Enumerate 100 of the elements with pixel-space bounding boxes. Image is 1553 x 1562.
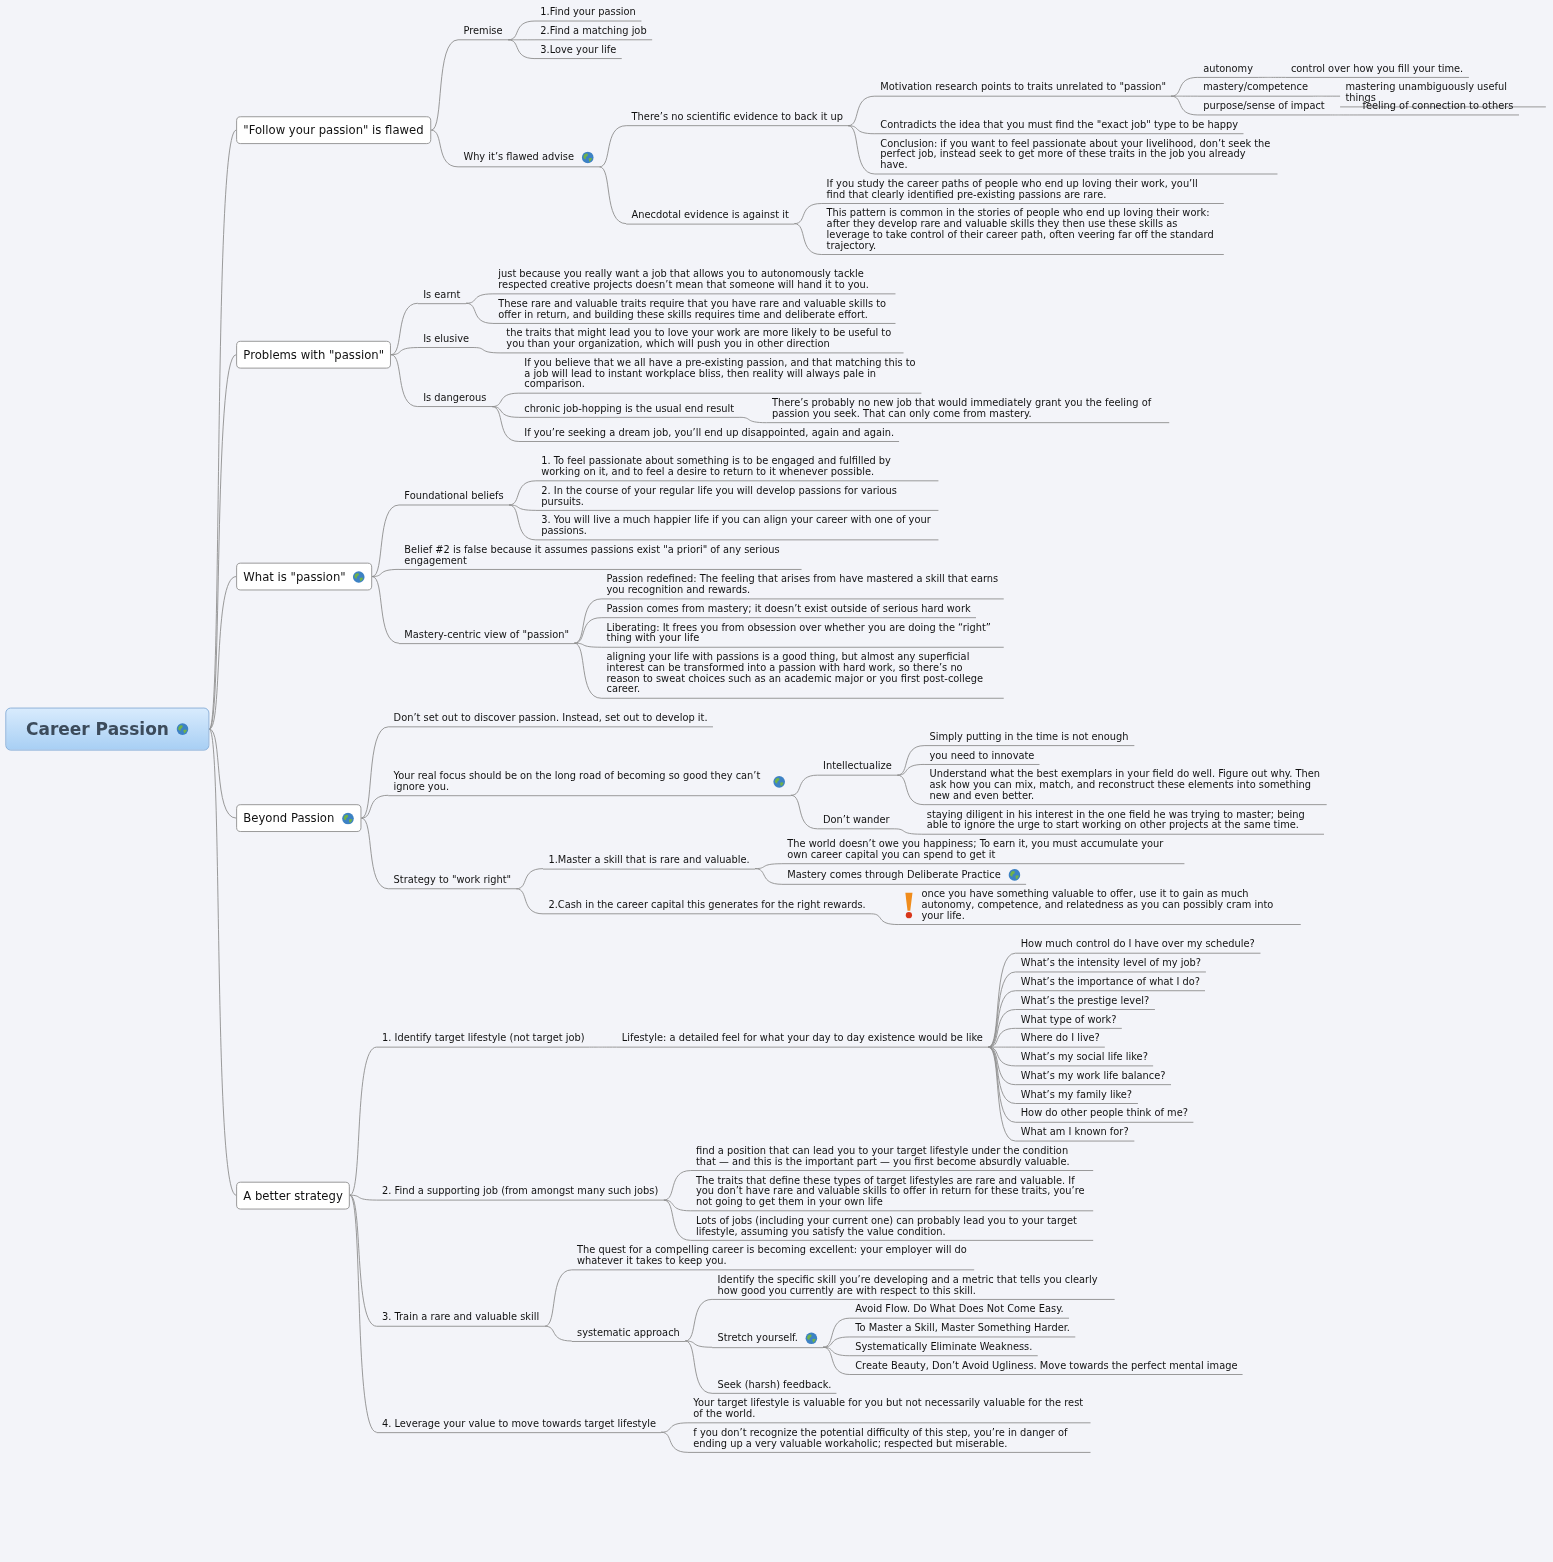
topic-text: Mastery comes through Deliberate Practice xyxy=(787,869,1001,881)
topic-text: What am I known for? xyxy=(1020,1127,1129,1138)
topic-text: Create Beauty, Don’t Avoid Ugliness. Move towards the perfect mental image xyxy=(855,1360,1238,1372)
connector-line xyxy=(465,302,494,324)
topic-text: What type of work? xyxy=(1020,1014,1117,1026)
connector-line xyxy=(371,576,400,644)
connector-line xyxy=(988,952,1016,1048)
topic-text: What’s the importance of what I do? xyxy=(1020,976,1201,988)
topic-text: Don’t set out to discover passion. Instead, set out to develop it. xyxy=(393,713,708,724)
connector-line xyxy=(598,125,627,168)
connector-line xyxy=(371,504,400,577)
connector-line xyxy=(507,39,536,41)
connector-line xyxy=(573,617,602,644)
connector-line xyxy=(349,1046,378,1196)
topic-text: Lifestyle: a detailed feel for what your day to day existence would be like xyxy=(621,1033,983,1044)
topic-text: Passion comes from mastery; it doesn’t exist outside of serious hard work xyxy=(606,603,971,615)
connector-line xyxy=(988,990,1016,1048)
topic-text: Systematically Eliminate Weakness. xyxy=(855,1341,1033,1353)
topic-text: What’s my family like? xyxy=(1020,1089,1133,1101)
connector-line xyxy=(349,1194,378,1433)
topic-text: Why it’s flawed advise xyxy=(463,152,574,163)
connector-line xyxy=(544,1269,573,1327)
connector-line xyxy=(790,794,819,830)
connector-line xyxy=(390,354,419,408)
topic-text: mastery/competence xyxy=(1203,82,1308,94)
topic-text: Conclusion: if you want to feel passionate about your livelihood, don’t seek the perfect job, instead seek to get more of these traits in the job you already have. xyxy=(880,138,1272,171)
connector-line xyxy=(349,1194,378,1201)
connector-line xyxy=(894,828,922,835)
topic-text: 1.Find your passion xyxy=(540,7,636,18)
topic-text: Career Passion xyxy=(25,719,169,739)
topic-text: A better strategy xyxy=(243,1188,343,1202)
topic-box xyxy=(236,1181,350,1210)
topic-text: Lots of jobs (including your current one) can probably lead you to your target lifestyle, assuming you satisfy the value condition. xyxy=(696,1215,1078,1238)
topic-text: Belief #2 is false because it assumes passions exist "a priori" of any serious engagement xyxy=(404,544,781,567)
connector-line xyxy=(508,504,537,511)
topic-text: What is "passion" xyxy=(243,569,346,584)
topic-text: 1. Identify target lifestyle (not target job) xyxy=(382,1033,585,1044)
connector-line xyxy=(896,774,925,806)
connector-line xyxy=(1258,76,1286,78)
topic-text: To Master a Skill, Master Something Harder. xyxy=(855,1323,1070,1334)
topic-text: 1. To feel passionate about something is to be engaged and fulfilled by working on it, and to feel a desire to return to it whenever possible. xyxy=(541,456,892,478)
connector-line xyxy=(515,868,544,890)
topic-text: aligning your life with passions is a good thing, but almost any superficial interest can be transformed into a passion with hard work, so there’s no reason to sweat choices such as an academic major or you first post-college career. xyxy=(606,652,985,696)
connector-line xyxy=(896,763,925,776)
connector-line xyxy=(515,888,544,915)
topic-box xyxy=(236,804,362,832)
connector-line xyxy=(544,1325,573,1342)
topic-text: Seek (harsh) feedback. xyxy=(717,1379,832,1391)
connector-line xyxy=(1170,95,1199,116)
topic-text: Strategy to "work right" xyxy=(393,874,512,886)
connector-line xyxy=(598,166,627,225)
topic-text: 4. Leverage your value to move towards target lifestyle xyxy=(382,1418,657,1430)
connector-line xyxy=(660,1431,689,1453)
topic-text: Where do I live? xyxy=(1020,1033,1100,1044)
connector-line xyxy=(822,1336,851,1348)
topic-text: Avoid Flow. Do What Does Not Come Easy. xyxy=(855,1304,1064,1316)
connector-line xyxy=(430,39,459,131)
connector-line xyxy=(739,416,768,424)
connector-line xyxy=(360,794,389,819)
topic-text: Beyond Passion xyxy=(243,811,335,825)
topic-text: Mastery-centric view of "passion" xyxy=(404,629,569,641)
connector-line xyxy=(491,406,520,418)
connector-line xyxy=(684,1340,713,1394)
connector-line xyxy=(208,728,237,1196)
connector-line xyxy=(208,354,237,730)
topic-text: find a position that can lead you to your target lifestyle under the condition that — and this is the important part — you first become absurdly valuable. xyxy=(696,1145,1071,1168)
connector-line xyxy=(684,1298,713,1342)
connector-line xyxy=(790,774,819,796)
topic-text: chronic job-hopping is the usual end result xyxy=(524,403,735,415)
connector-line xyxy=(360,817,389,890)
topic-text: once you have something valuable to offer, use it to gain as much autonomy, competence, and relatedness as you can possibly cram into your life. xyxy=(921,889,1275,922)
topic-text: This pattern is common in the stories of people who end up loving their work: after they develop rare and valuable skills they then use these skills as leverage to take control of their career path, often veering far off the standard trajectory. xyxy=(826,208,1215,252)
connector-line xyxy=(473,347,502,354)
topic-text: What’s the prestige level? xyxy=(1020,995,1150,1007)
connector-line xyxy=(822,1317,851,1348)
topic-box xyxy=(236,340,392,369)
topic-text: How much control do I have over my schedule? xyxy=(1020,939,1255,951)
topic-text: Simply putting in the time is not enough xyxy=(929,731,1129,743)
topic-text: Is dangerous xyxy=(423,392,487,404)
topic-text: Is elusive xyxy=(423,333,470,345)
topic-text: How do other people think of me? xyxy=(1020,1108,1188,1120)
topic-text: 2.Find a matching job xyxy=(540,25,647,37)
connector-line xyxy=(208,576,237,730)
topic-text: systematic approach xyxy=(577,1327,680,1338)
connector-line xyxy=(1329,114,1358,116)
connector-line xyxy=(508,480,537,506)
connector-line xyxy=(847,125,876,135)
topic-text: Liberating: It frees you from obsession over whether you are doing the “right” thing with your life xyxy=(606,622,992,645)
topic-text: 1.Master a skill that is rare and valuable. xyxy=(548,854,750,866)
topic-text: the traits that might lead you to love your work are more likely to be useful to you than your organization, which will push you in other direction xyxy=(506,328,893,350)
connector-line xyxy=(491,406,520,442)
topic-text: you need to innovate xyxy=(929,750,1035,762)
topic-text: 3. You will live a much happier life if you can align your career with one of your passions. xyxy=(541,515,932,537)
connector-line xyxy=(1312,95,1341,97)
topic-text: Passion redefined: The feeling that arises from have mastered a skill that earns you recognition and rewards. xyxy=(606,574,999,596)
connector-line xyxy=(988,1027,1016,1048)
central-topic xyxy=(5,707,210,751)
connector-line xyxy=(390,347,419,356)
topic-text: 2.Cash in the career capital this generates for the right rewards. xyxy=(548,899,866,911)
connector-line xyxy=(349,1194,378,1327)
